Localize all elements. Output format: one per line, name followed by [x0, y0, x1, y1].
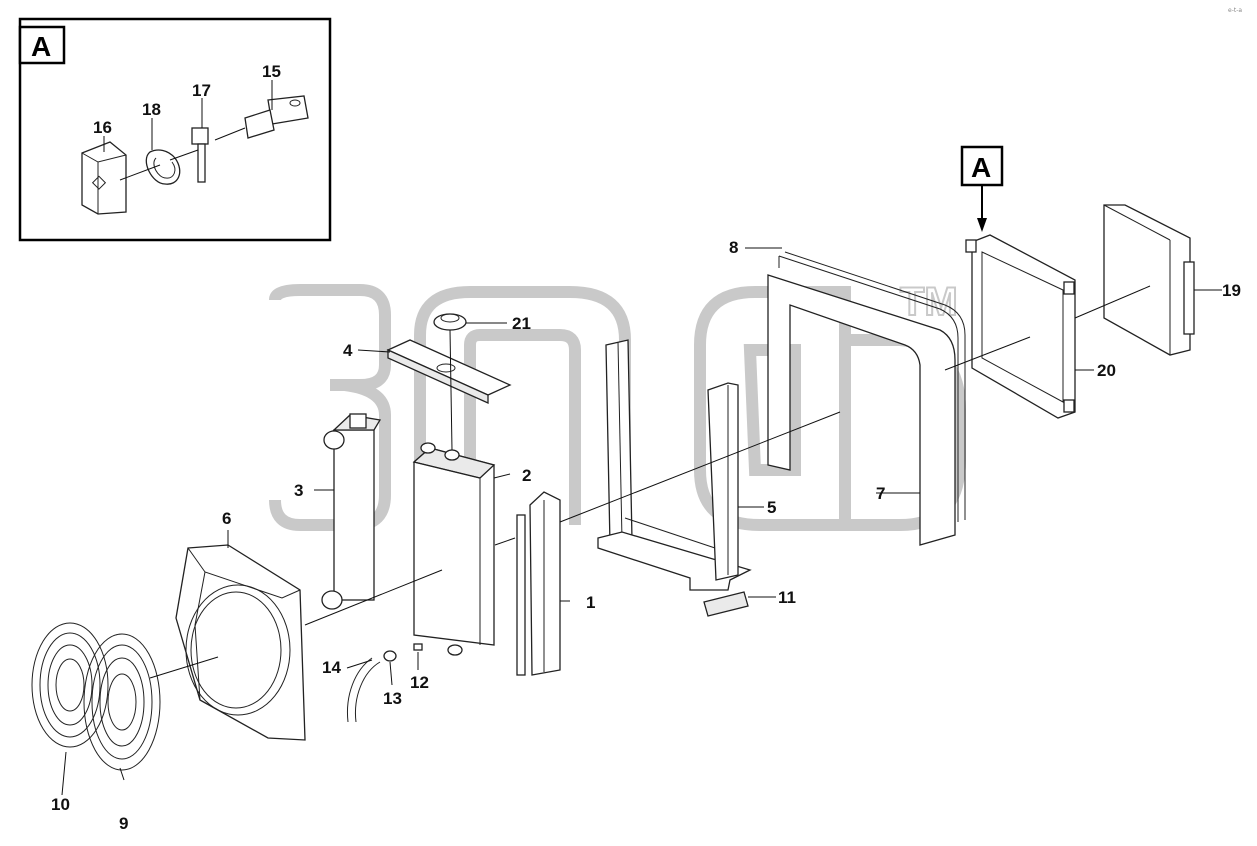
part-3-oil-cooler [321, 413, 382, 610]
detail-box-label: A [31, 31, 51, 62]
corner-code: e-t-a [1228, 7, 1242, 14]
callout-19: 19 [1222, 281, 1241, 300]
part-9-fan-guard-right [83, 633, 161, 771]
callout-2: 2 [522, 466, 531, 485]
part-15-shaft [244, 95, 309, 139]
callout-12: 12 [410, 673, 429, 692]
callout-11: 11 [778, 588, 796, 607]
callout-15: 15 [262, 62, 281, 81]
part-11-plate [703, 591, 749, 617]
part-6-shroud [175, 544, 306, 741]
watermark-trademark: TM [900, 280, 958, 324]
callout-6: 6 [222, 509, 231, 528]
callout-3: 3 [294, 481, 303, 500]
part-21-cap [433, 313, 467, 331]
view-marker-label: A [971, 152, 991, 183]
part-16-block [81, 141, 127, 215]
part-2-radiator [412, 442, 496, 656]
callout-16: 16 [93, 118, 112, 137]
part-19-cooler [1103, 204, 1195, 356]
callout-9: 9 [119, 814, 128, 833]
part-1-cooler [516, 491, 561, 676]
callout-20: 20 [1097, 361, 1116, 380]
part-10-fan-guard-left [31, 622, 109, 748]
callout-10: 10 [51, 795, 70, 814]
callout-21: 21 [512, 314, 531, 333]
callout-5: 5 [767, 498, 776, 517]
callout-13: 13 [383, 689, 402, 708]
callout-8: 8 [729, 238, 738, 257]
part-18-ring [145, 149, 181, 185]
callout-7: 7 [876, 484, 885, 503]
callout-4: 4 [343, 341, 353, 360]
part-5-frame-post [707, 382, 739, 581]
frame-base [597, 517, 752, 591]
view-marker-a: A [960, 145, 1004, 232]
callout-14: 14 [322, 658, 341, 677]
part-7-seal [767, 274, 956, 546]
part-4-bracket [386, 339, 512, 405]
part-12-fitting [413, 643, 423, 651]
frame-left-post [605, 339, 633, 546]
callout-leaders [61, 247, 1222, 796]
part-13-clamp [383, 650, 397, 662]
part-14-hose [346, 657, 381, 723]
assembly-axes [149, 285, 1151, 679]
part-8-gasket [778, 251, 966, 522]
part-20-condenser [965, 234, 1076, 419]
callout-17: 17 [192, 81, 211, 100]
detail-box-a: A 16 18 [18, 17, 332, 242]
callout-1: 1 [586, 593, 595, 612]
callout-18: 18 [142, 100, 161, 119]
part-17-pin [191, 127, 209, 183]
